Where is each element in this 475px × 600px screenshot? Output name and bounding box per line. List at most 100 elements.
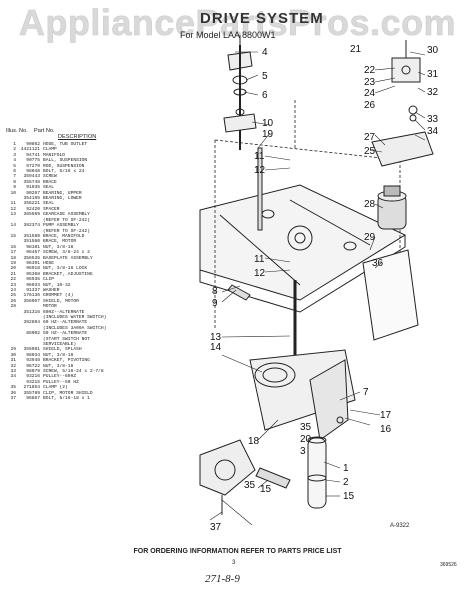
illus-no: 33 [10,369,16,375]
description: SHIELD, SPLASH [43,347,82,353]
callout-8: 8 [212,286,218,297]
illus-no: 4 [13,158,16,164]
model-label: For Model LAA 8800W1 [180,30,276,40]
illus-no: 3 [13,152,16,158]
description: SEAL [43,201,55,207]
description: BRACKET, PIVOTING [43,358,90,364]
parts-row: (REFER TO SF-242) [6,229,166,234]
description: BRACE [43,179,57,185]
illus-no: 6 [13,169,16,175]
part-no: 96918 [26,266,40,272]
part-no: 96467 [26,250,40,256]
description: BASEPLATE ASSEMBLY [43,255,93,261]
description: (INCLUDES 3A09A SWITCH) [43,325,107,331]
description: MANIFOLD [43,152,66,158]
parts-row: (INCLUDES 3A09A SWITCH) [6,326,166,331]
illus-no: 11 [10,201,16,207]
callout-15b: 15 [260,484,272,495]
part-no: 90267 [26,190,40,196]
illus-no: 37 [10,396,16,402]
description: GEARCASE ASSEMBLY [43,212,90,218]
part-no: 356057 [23,298,40,304]
part-no: 95368 [26,271,40,277]
illus-no: 31 [10,358,16,364]
description: BALL, SUSPENSION [43,158,88,164]
callout-32: 32 [427,87,439,98]
illus-no: 9 [13,185,16,191]
part-no: 359443 [23,174,40,180]
illus-no: 29 [10,347,16,353]
gearcase-assembly [249,280,356,441]
part-no: 351316 [23,309,40,315]
illus-no: 20 [10,266,16,272]
illus-no: 5 [13,163,16,169]
illus-no: 34 [10,374,16,380]
callout-1: 1 [343,463,349,474]
illus-no: 21 [10,271,16,277]
parts-table-header-2: DESCRIPTION [6,134,166,140]
callout-36: 36 [372,258,384,269]
part-no: 93948 [26,358,40,364]
callout-33: 33 [427,114,439,125]
description: PULLEY--60HZ [43,374,77,380]
illus-no: 15 [10,233,16,239]
parts-row: (REFER TO SF-242) [6,218,166,223]
motor-shield [371,131,434,167]
description: HOSE [43,260,55,266]
part-no: 90862 [26,142,40,147]
description: HOSE, TUB OUTLET [43,142,88,147]
description: CLIP, MOTOR SHIELD [43,390,93,396]
callout-10: 10 [262,118,274,129]
illus-no: 12 [10,206,16,212]
part-no: 94741 [26,152,40,158]
pump-assembly [199,439,256,515]
page-number: 3 [232,560,236,566]
parts-row: (START SWITCH NOT [6,337,166,342]
illus-no: 18 [10,255,16,261]
description: 50 HZ--ALTERNATE [43,331,88,337]
part-no: 93216 [26,374,40,380]
illus-no: 2 [13,147,16,153]
part-no: 96391 [26,260,40,266]
description: BRACKET, ADJUSTING [43,271,93,277]
callout-30: 30 [427,45,439,56]
figure-ref-code: A-9322 [390,523,410,529]
callout-35b: 35 [244,480,256,491]
motor [377,185,407,230]
part-no: 96935 [26,277,40,283]
part-no: 93215 [26,379,40,385]
description: SPACER [43,206,60,212]
part-no: 4421121 [20,147,40,153]
callout-16: 16 [380,424,392,435]
part-no: 354195 [23,196,40,202]
description: BOLT, 5/16 x 24 [43,169,85,175]
illus-no: 13 [10,212,16,218]
callout-9: 9 [212,298,218,309]
description: BEARING, LOWER [43,196,82,202]
callout-20: 20 [300,434,312,445]
parts-table-header: Illus. No. Part No. [6,128,166,134]
part-no: 96722 [26,363,40,369]
page-title: DRIVE SYSTEM [200,10,324,27]
description: BEARING, UPPER [43,190,82,196]
description: MOTOR [43,304,57,310]
description: BRACE, MANIFOLD [43,233,85,239]
callout-12: 12 [254,165,266,176]
doc-code: 369526 [440,562,457,568]
